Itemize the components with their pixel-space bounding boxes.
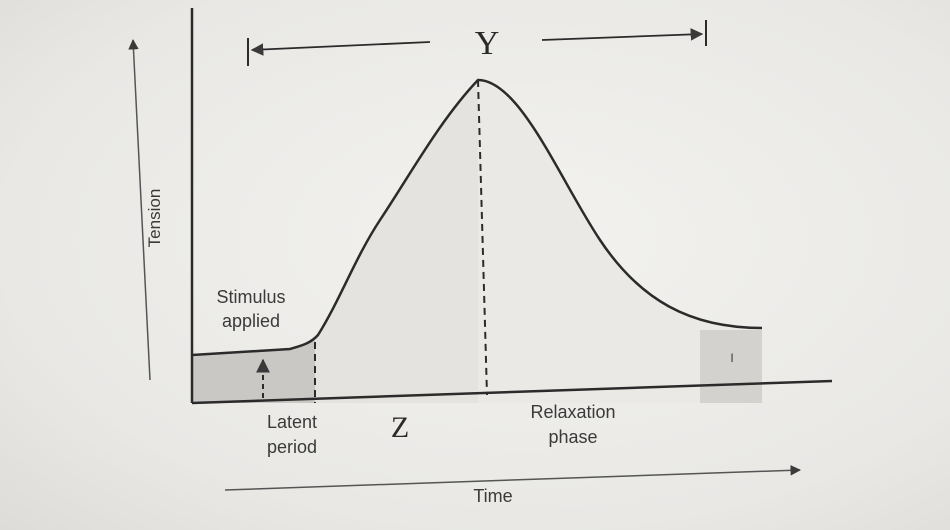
- time-label: Time: [473, 486, 512, 506]
- latent-period-label-line2: period: [267, 437, 317, 457]
- y-span-left-arrow: [250, 41, 431, 56]
- peak-dashed-line: [477, 79, 488, 396]
- x-axis-line: [191, 379, 833, 405]
- stimulus-label-line1: Stimulus: [216, 287, 285, 307]
- end-shading: [700, 330, 762, 403]
- relaxation-label-line1: Relaxation: [530, 402, 615, 422]
- stimulus-label-line2: applied: [222, 311, 280, 331]
- relaxation-shading: [478, 80, 762, 403]
- contraction-shading: [315, 80, 478, 403]
- latent-period-shading: [192, 340, 315, 403]
- relaxation-label-line2: phase: [548, 427, 597, 447]
- tension-arrow: [128, 38, 151, 381]
- latent-period-label-line1: Latent: [267, 412, 317, 432]
- end-region-mark: I: [730, 351, 733, 365]
- time-arrow: [224, 465, 802, 491]
- marker-y: Y: [475, 25, 500, 62]
- y-span-right-arrow: [541, 28, 704, 41]
- twitch-curve: [191, 78, 763, 357]
- marker-z: Z: [391, 411, 409, 444]
- tension-label: Tension: [145, 189, 164, 248]
